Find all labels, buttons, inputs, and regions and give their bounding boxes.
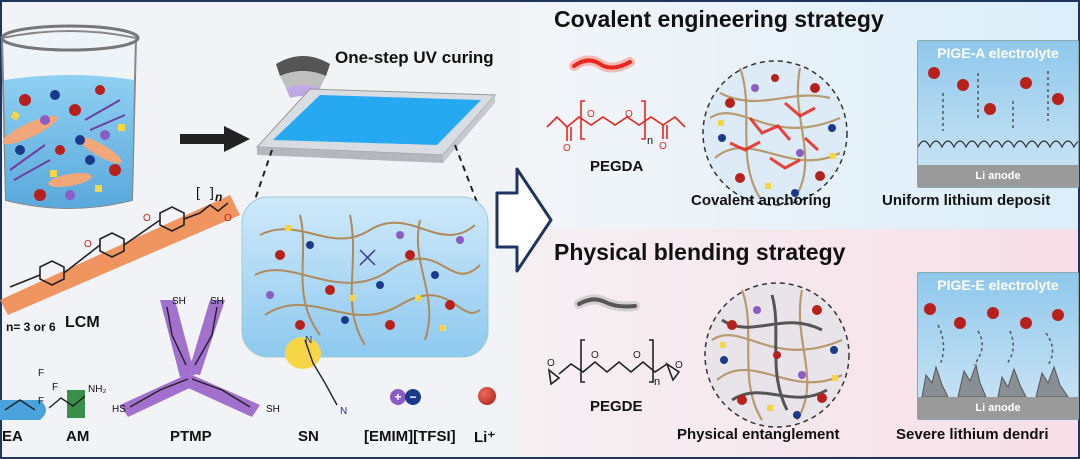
svg-text:O: O [84,239,92,250]
sn-nitrogen-2: N [340,406,348,417]
lcm-subscript: n [215,190,223,204]
pegde-subscript: n [654,376,661,388]
sn-structure [285,337,338,406]
svg-text:O: O [625,109,633,120]
component-label-ptmp: PTMP [170,428,212,445]
svg-text:O: O [547,358,555,369]
component-label-sn: SN [298,428,319,445]
ptmp-structure [120,300,260,417]
process-arrow-icon [180,126,250,152]
svg-text:O: O [224,213,232,224]
covalent-network-illustration [702,60,848,206]
beaker-illustration [0,24,140,209]
covalent-anchoring-caption: Covalent anchoring [691,192,832,209]
pige-a-panel-title: PIGE-A electrolyte [937,45,1059,61]
thiol-label-3: HS [112,404,126,415]
pegda-subscript: n [647,135,654,147]
pegde-label: PEGDE [590,398,643,415]
dendrite-caption: Severe lithium dendri [896,426,1049,443]
fluoro-atom-3: F [38,396,45,407]
sn-nitrogen-1: N [305,335,313,346]
uv-lamp-icon [276,56,330,98]
cured-film-illustration [255,88,497,163]
svg-text:O: O [563,143,571,154]
uniform-deposit-caption: Uniform lithium deposit [882,192,1051,209]
lcm-label: LCM [65,314,100,331]
fluoro-atom-1: F [38,368,45,379]
svg-text:O: O [143,213,151,224]
svg-text:O: O [675,360,683,371]
thiol-label-1: SH [172,296,186,307]
component-label-ea: EA [2,428,23,445]
svg-text:O: O [591,350,599,361]
pige-e-panel: PIGE-E electrolyte Li anode [917,272,1079,420]
svg-text:O: O [633,350,641,361]
pegda-structure: O O O O [546,100,686,154]
thiol-label-2: SH [210,296,224,307]
am-amine-group: NH₂ [88,384,107,395]
dendrite-deposition-illustration [921,303,1069,398]
svg-text:O: O [587,109,595,120]
li-anode-top: Li anode [918,165,1078,187]
thiol-label-4: SH [266,404,280,415]
physical-network-illustration [704,282,850,428]
li-anode-bottom: Li anode [918,397,1078,419]
ea-structure [0,399,46,420]
anion-icon: − [405,389,421,405]
uniform-deposition-illustration [918,67,1078,149]
gel-block-illustration [241,196,489,358]
am-structure [48,390,86,418]
cation-icon: + [390,389,406,405]
svg-text:O: O [659,141,667,152]
svg-text:]: ] [210,184,214,200]
lcm-n-values: n= 3 or 6 [6,320,56,334]
lithium-ion-icon [478,387,496,405]
pige-e-panel-title: PIGE-E electrolyte [937,277,1059,293]
covalent-strategy-title: Covalent engineering strategy [554,6,884,32]
pegde-chain-icon [574,294,640,312]
physical-entanglement-caption: Physical entanglement [677,426,840,443]
component-label-li: Li⁺ [474,429,496,446]
svg-text:[: [ [196,184,200,200]
strategy-split-arrow-icon [495,167,553,273]
component-label-emim-tfsi: [EMIM][TFSI] [364,428,456,445]
uv-curing-label: One-step UV curing [335,48,494,67]
physical-strategy-title: Physical blending strategy [554,239,846,265]
pegda-label: PEGDA [590,158,644,175]
fluoro-atom-2: F [52,382,59,393]
zoom-dashed-lines [247,144,481,221]
component-label-am: AM [66,428,90,445]
pegda-chain-icon [569,55,635,73]
pige-a-panel: PIGE-A electrolyte Li anode [917,40,1079,188]
lcm-structure: [ ] O O O [0,184,240,315]
